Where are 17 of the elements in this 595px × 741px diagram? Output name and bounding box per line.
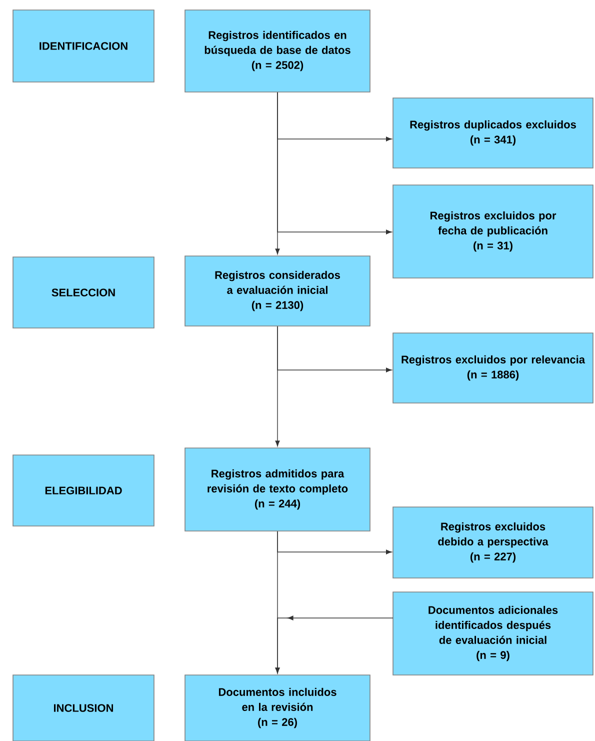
process-box: Registros excluidos debido a perspectiva (n = 227) <box>392 506 594 578</box>
process-box: Documentos adicionales identificados después de evaluación inicial (n = 9) <box>392 592 594 676</box>
phase-box: SELECCION <box>12 256 154 328</box>
process-box: Registros considerados a evaluación inicial (n = 2130) <box>184 256 370 326</box>
arrow <box>277 531 392 554</box>
arrow <box>277 92 392 234</box>
process-box: Registros duplicados excluidos (n = 341) <box>392 98 594 168</box>
arrow <box>277 326 392 372</box>
phase-box: ELEGIBILIDAD <box>12 454 154 526</box>
arrow <box>275 616 394 674</box>
phase-box: IDENTIFICACION <box>12 10 154 82</box>
process-box: Documentos incluidos en la revisión (n = 26) <box>184 674 370 741</box>
process-box: Registros excluidos por fecha de publicación (n = 31) <box>392 184 594 278</box>
process-box: Registros identificados en búsqueda de base de datos (n = 2502) <box>184 10 370 92</box>
phase-box: INCLUSION <box>12 674 154 741</box>
process-box: Registros admitidos para revisión de texto completo (n = 244) <box>184 448 370 532</box>
process-box: Registros excluidos por relevancia (n = 1886) <box>392 332 594 404</box>
